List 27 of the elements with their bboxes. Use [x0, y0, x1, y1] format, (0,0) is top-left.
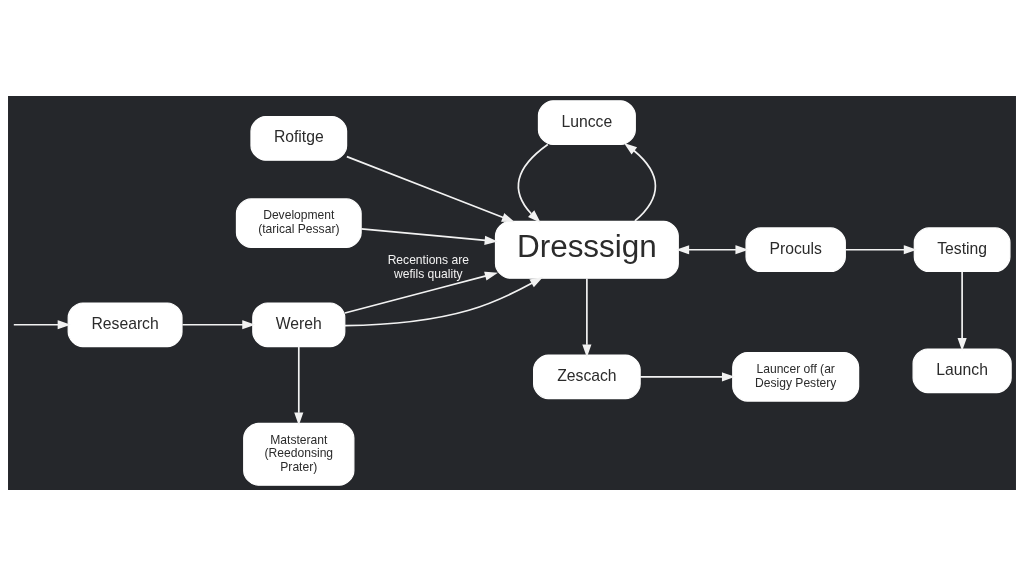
arrow: [957, 270, 967, 351]
arrow: [517, 143, 549, 223]
node-box: Launch: [912, 347, 1012, 393]
node-box: Launcer off (ar Desigy Pestery: [732, 351, 860, 402]
edge-label: Recentions are wefils quality: [387, 252, 469, 281]
node-box: Zescach: [533, 353, 641, 399]
arrow: [844, 244, 917, 254]
arrow: [623, 142, 657, 222]
arrow: [344, 271, 498, 314]
arrow: [181, 319, 256, 329]
node-box: Rofitge: [250, 115, 348, 161]
node-box: Testing: [913, 226, 1011, 272]
arrow: [360, 227, 498, 245]
node-box: Luncce: [537, 99, 636, 145]
node-box: Development (tarical Pessar): [235, 197, 362, 248]
arrow: [294, 345, 304, 425]
arrow: [346, 155, 515, 222]
arrow: [12, 319, 71, 329]
node-box: Research: [67, 301, 183, 347]
node-box: Matsterant (Reedonsing Prater): [243, 422, 355, 486]
node-box: Wereh: [252, 301, 346, 347]
arrow: [639, 371, 736, 381]
arrow: [344, 276, 544, 326]
node-box: Proculs: [745, 226, 846, 272]
arrow: [582, 277, 592, 358]
arrow: [676, 244, 749, 254]
node-box: Dresssign: [494, 220, 679, 279]
